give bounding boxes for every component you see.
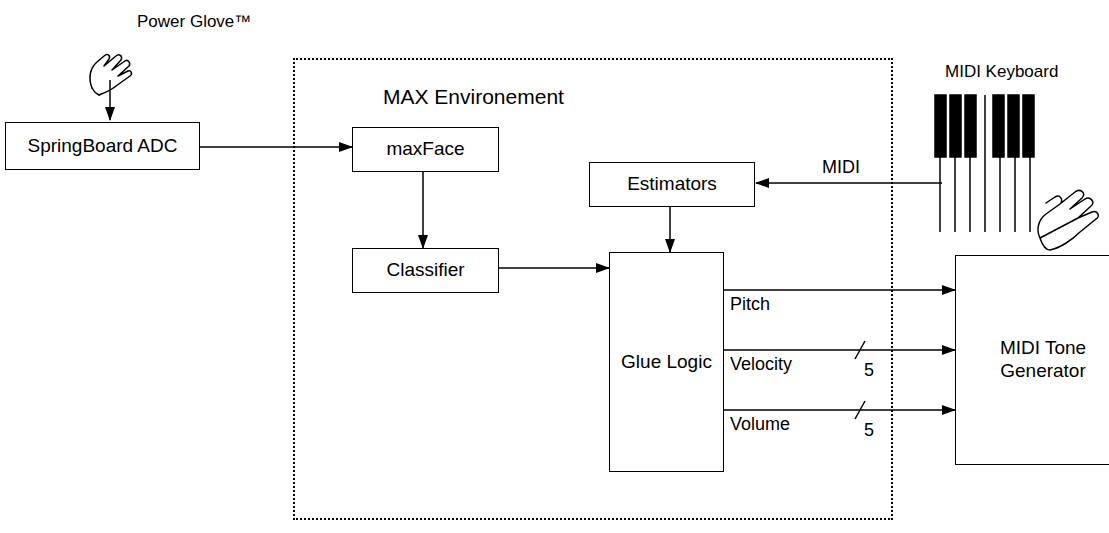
device-label: MIDI Keyboard [945,62,1058,82]
signal-arrow [669,207,671,252]
box-label: Estimators [627,173,717,196]
box-label: Classifier [386,259,464,282]
box-label: Glue Logic [621,351,712,374]
signal-label: Pitch [730,294,770,316]
box-label: SpringBoard ADC [28,135,178,158]
signal-arrow [724,349,955,351]
box-label: MIDI Tone Generator [970,337,1109,383]
signal-arrow [724,289,955,291]
process-box: MIDI Tone Generator [955,255,1109,465]
glove-arrow [109,80,111,120]
box-label: maxFace [386,138,464,161]
signal-arrow [200,146,352,148]
process-box: Classifier [352,248,499,293]
process-box: Glue Logic [609,252,724,472]
signal-label: Volume [730,414,790,436]
device-label: Power Glove™ [137,12,251,32]
signal-arrow [724,409,955,411]
region-title: MAX Environement [383,84,564,109]
signal-label: MIDI [822,157,860,179]
hand-illustration [1038,191,1098,250]
process-box: maxFace [352,127,499,172]
signal-label: Velocity [730,354,792,376]
process-box: Estimators [589,162,755,207]
bus-slash [855,401,865,419]
signal-arrow [422,172,424,248]
connector-layer [200,147,955,419]
process-box: SpringBoard ADC [5,122,200,170]
environment-region: maxFaceEstimatorsClassifierGlue Logic MAX… [293,58,893,520]
bus-slash [855,341,865,359]
signal-arrow [499,267,609,269]
bus-width: 5 [864,360,874,382]
keyboard-illustration [935,95,1034,232]
midi-arrow [756,182,942,184]
bus-width: 5 [864,420,874,442]
